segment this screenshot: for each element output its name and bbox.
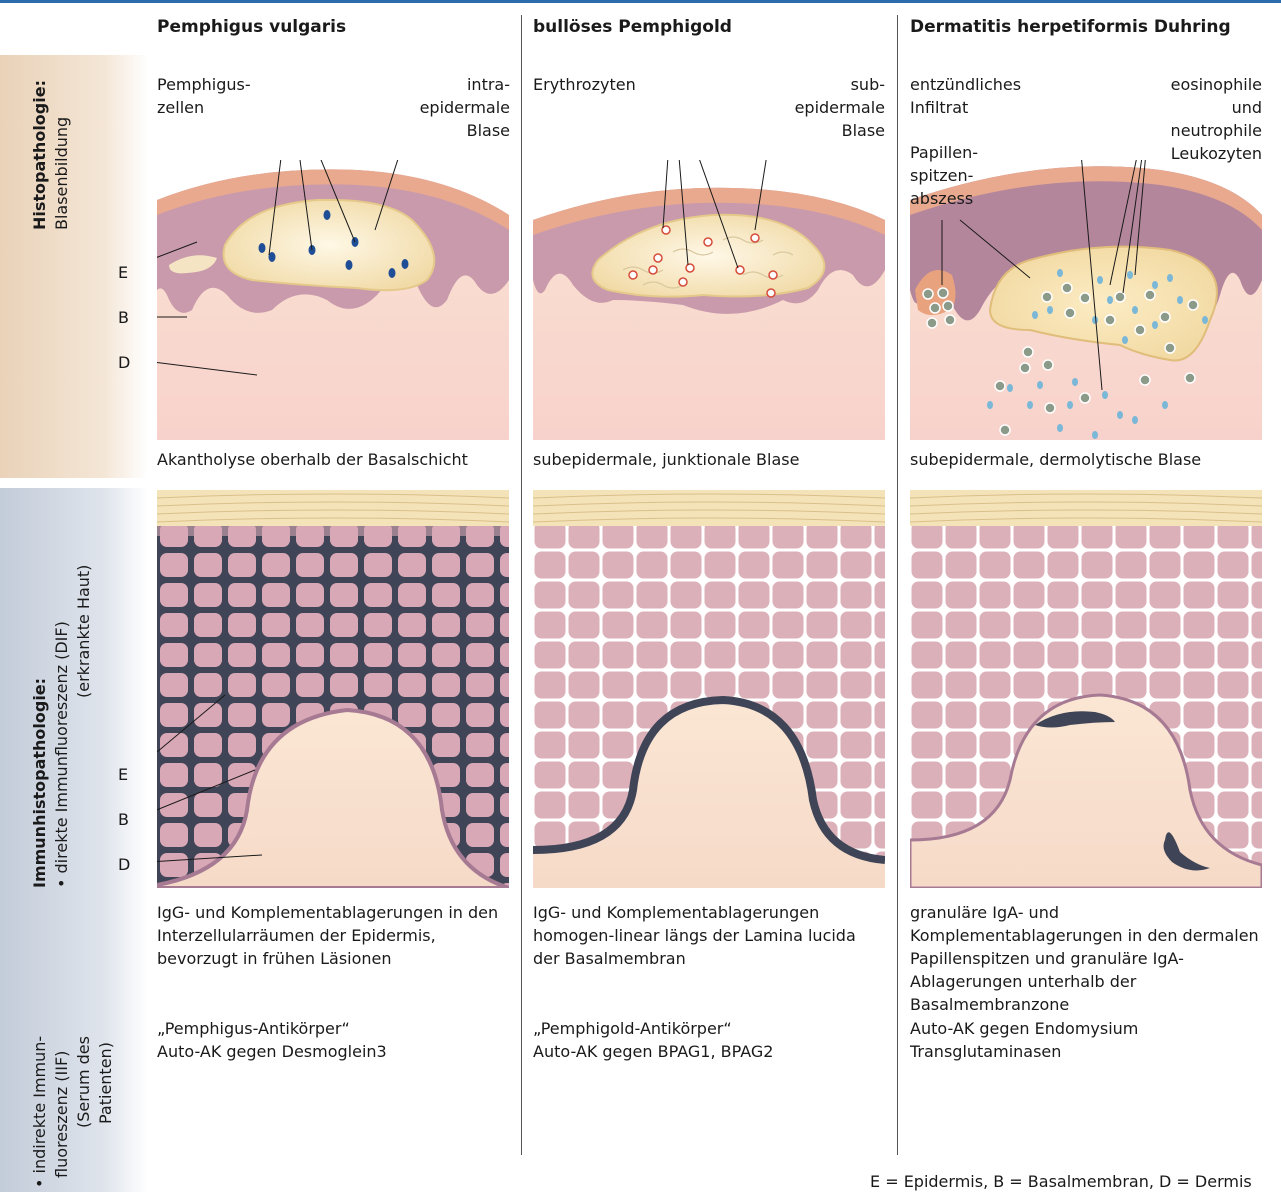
dif-heading-line2: (erkrankte Haut)	[74, 565, 94, 698]
dif-layer-label-b: B	[118, 808, 129, 831]
iif-heading-line3: (Serum des	[74, 1036, 94, 1128]
dif-caption-pemphigoid: IgG- und Komplementablagerungen homogen-…	[533, 901, 878, 970]
column-title-duhring: Dermatitis herpetiformis Duhring	[910, 17, 1231, 37]
dif-layer-label-e: E	[118, 763, 128, 786]
label-erythrocytes: Erythrozyten	[533, 73, 636, 96]
histopathology-subheading: Blasenbildung	[52, 117, 72, 230]
column-divider	[897, 15, 898, 1155]
iif-heading-line4: Patienten)	[96, 1042, 116, 1124]
label-pemphigus-cells: Pemphigus-zellen	[157, 73, 251, 119]
iif-heading-line2: fluoreszenz (IIF)	[52, 1051, 72, 1178]
iif-text-pemphigoid: „Pemphigold-Antikörper“Auto-AK gegen BPA…	[533, 1017, 773, 1063]
dif-caption-duhring: granuläre IgA- und Komplementablagerunge…	[910, 901, 1260, 1016]
layer-label-e: E	[118, 261, 128, 284]
layer-label-b: B	[118, 306, 129, 329]
histo-illustration-pemphigoid	[533, 160, 885, 440]
histo-caption-pemphigoid: subepidermale, junktionale Blase	[533, 448, 883, 471]
dif-layer-label-d: D	[118, 853, 130, 876]
dif-heading-line1: • direkte Immunfluoreszenz (DIF)	[52, 621, 72, 888]
histo-illustration-pemphigus	[157, 160, 509, 440]
histo-caption-duhring: subepidermale, dermolytische Blase	[910, 448, 1260, 471]
column-title-pemphigoid: bullöses Pemphigold	[533, 17, 732, 37]
histopathology-heading: Histopathologie:	[30, 80, 50, 230]
immunohistopathology-heading: Immunhistopathologie:	[30, 678, 50, 888]
label-papillary-abscess: Papillen-spitzen-abszess	[910, 141, 978, 210]
iif-heading-line1: • indirekte Immun-	[30, 1036, 50, 1188]
dif-illustration-pemphigoid	[533, 490, 885, 888]
top-accent-bar	[0, 0, 1281, 3]
iif-text-pemphigus: „Pemphigus-Antikörper“Auto-AK gegen Desm…	[157, 1017, 387, 1063]
dif-caption-pemphigus: IgG- und Komplementablagerungen in den I…	[157, 901, 502, 970]
column-title-pemphigus: Pemphigus vulgaris	[157, 17, 346, 37]
layer-label-d: D	[118, 351, 130, 374]
dif-illustration-pemphigus	[157, 490, 509, 888]
legend-footnote: E = Epidermis, B = Basalmembran, D = Der…	[870, 1172, 1252, 1191]
immunohistopathology-sidebar: Immunhistopathologie: • direkte Immunflu…	[0, 488, 148, 1192]
column-divider	[521, 15, 522, 1155]
dif-illustration-duhring	[910, 490, 1262, 888]
histo-caption-pemphigus: Akantholyse oberhalb der Basalschicht	[157, 448, 507, 471]
